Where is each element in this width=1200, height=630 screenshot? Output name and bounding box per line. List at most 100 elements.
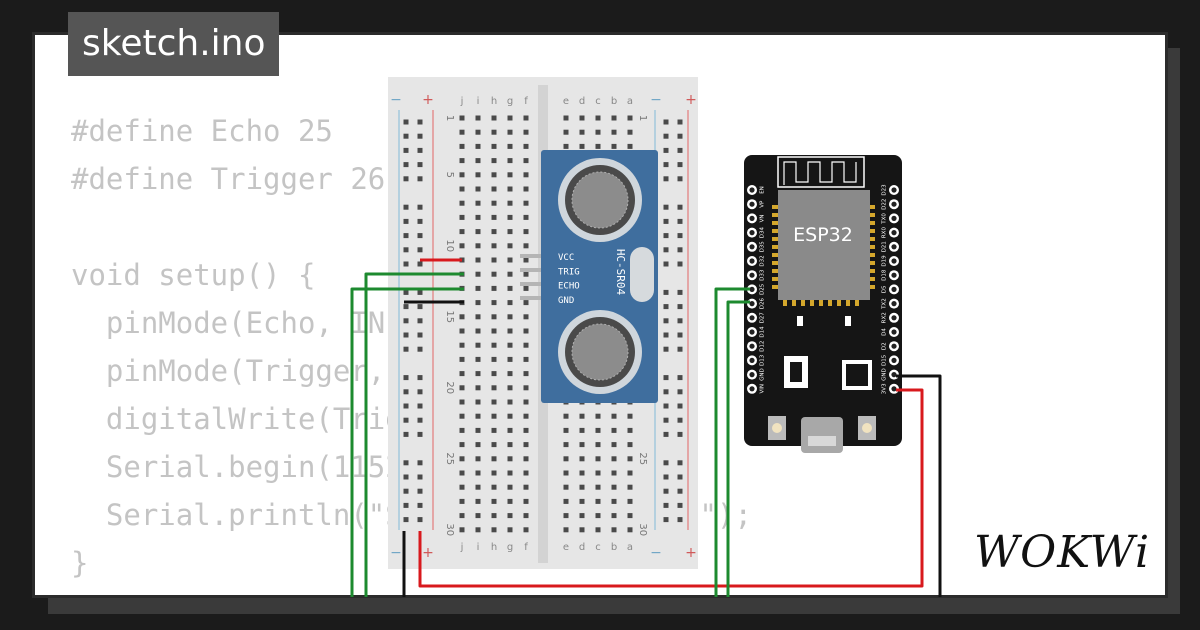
column-letter: e [563, 542, 569, 553]
sensor-model-label: HC-SR04 [614, 249, 627, 296]
breadboard-hole [491, 413, 497, 419]
breadboard-hole [459, 498, 465, 504]
breadboard-hole [627, 484, 633, 490]
transducer-mesh-texture [571, 323, 629, 381]
breadboard-hole [507, 257, 513, 263]
rail-hole [663, 332, 669, 338]
breadboard-hole [595, 484, 601, 490]
breadboard-hole [491, 115, 497, 121]
esp32-module [778, 190, 870, 300]
breadboard-hole [627, 115, 633, 121]
breadboard-hole [459, 371, 465, 377]
breadboard-hole [491, 427, 497, 433]
breadboard-hole [523, 399, 529, 405]
breadboard-hole [475, 186, 481, 192]
esp32-pin-label: D23 [882, 184, 888, 196]
breadboard-hole [523, 143, 529, 149]
module-pad [837, 300, 841, 306]
rail-hole [417, 488, 423, 494]
breadboard-hole [523, 385, 529, 391]
column-letter: a [627, 96, 633, 107]
rail-hole [663, 403, 669, 409]
row-number: 25 [444, 452, 455, 465]
breadboard-hole [491, 399, 497, 405]
file-tab[interactable]: sketch.ino [68, 12, 280, 76]
breadboard-hole [459, 484, 465, 490]
breadboard-hole [491, 143, 497, 149]
esp32-pin-hole [891, 230, 897, 236]
esp32-pin-label: RX0 [882, 227, 888, 239]
breadboard-hole [507, 300, 513, 306]
rail-hole [663, 474, 669, 480]
rail-hole [663, 133, 669, 139]
breadboard-hole [507, 484, 513, 490]
rail-hole [663, 304, 669, 310]
rail-hole [663, 162, 669, 168]
module-pad [772, 245, 778, 249]
breadboard-hole [579, 129, 585, 135]
esp32-pin-hole [891, 201, 897, 207]
rail-hole [403, 133, 409, 139]
rail-hole [663, 431, 669, 437]
rail-hole [417, 247, 423, 253]
breadboard-hole [611, 129, 617, 135]
sensor-pin-lead [520, 296, 560, 300]
esp32-pin-label: D12 [760, 341, 766, 352]
module-pad [772, 285, 778, 289]
column-letter: h [491, 542, 497, 553]
breadboard-hole [475, 342, 481, 348]
rail-hole [663, 289, 669, 295]
rail-hole [677, 318, 683, 324]
rail-hole [403, 318, 409, 324]
rail-hole [403, 460, 409, 466]
rail-hole [417, 502, 423, 508]
breadboard-hole [507, 271, 513, 277]
breadboard-hole [475, 300, 481, 306]
wokwi-logo-text: WOKWi [974, 527, 1150, 578]
breadboard-hole [491, 484, 497, 490]
breadboard-hole [459, 186, 465, 192]
breadboard-hole [507, 371, 513, 377]
reset-button-cap [772, 423, 782, 433]
code-line: #define Trigger 26 [71, 162, 386, 196]
breadboard-hole [595, 143, 601, 149]
breadboard-hole [459, 214, 465, 220]
breadboard-hole [475, 115, 481, 121]
breadboard-hole [475, 527, 481, 533]
esp32-pin-hole [891, 272, 897, 278]
rail-hole [403, 233, 409, 239]
esp32-pin-hole [891, 258, 897, 264]
module-pad [869, 253, 875, 257]
esp32-pin-hole [891, 329, 897, 335]
breadboard-hole [579, 442, 585, 448]
breadboard-hole [523, 356, 529, 362]
breadboard-hole [507, 456, 513, 462]
breadboard-hole [507, 470, 513, 476]
breadboard-hole [611, 442, 617, 448]
breadboard-hole [523, 300, 529, 306]
breadboard-hole [507, 200, 513, 206]
rail-hole [663, 517, 669, 523]
module-pad [772, 205, 778, 209]
breadboard-hole [459, 470, 465, 476]
rail-hole [677, 261, 683, 267]
breadboard-hole [523, 257, 529, 263]
esp32-pin-label: VN [760, 214, 766, 222]
breadboard-hole [491, 356, 497, 362]
rail-hole [677, 304, 683, 310]
breadboard-hole [491, 513, 497, 519]
breadboard-hole [459, 513, 465, 519]
breadboard-hole [507, 285, 513, 291]
breadboard-hole [507, 356, 513, 362]
breadboard-hole [491, 129, 497, 135]
breadboard-hole [475, 257, 481, 263]
rail-sign: − [390, 92, 402, 108]
rail-hole [677, 517, 683, 523]
sensor-crystal [630, 247, 654, 302]
breadboard-hole [523, 527, 529, 533]
module-pad [869, 229, 875, 233]
breadboard-hole [491, 300, 497, 306]
voltage-regulator-center [790, 362, 802, 382]
breadboard-hole [459, 527, 465, 533]
